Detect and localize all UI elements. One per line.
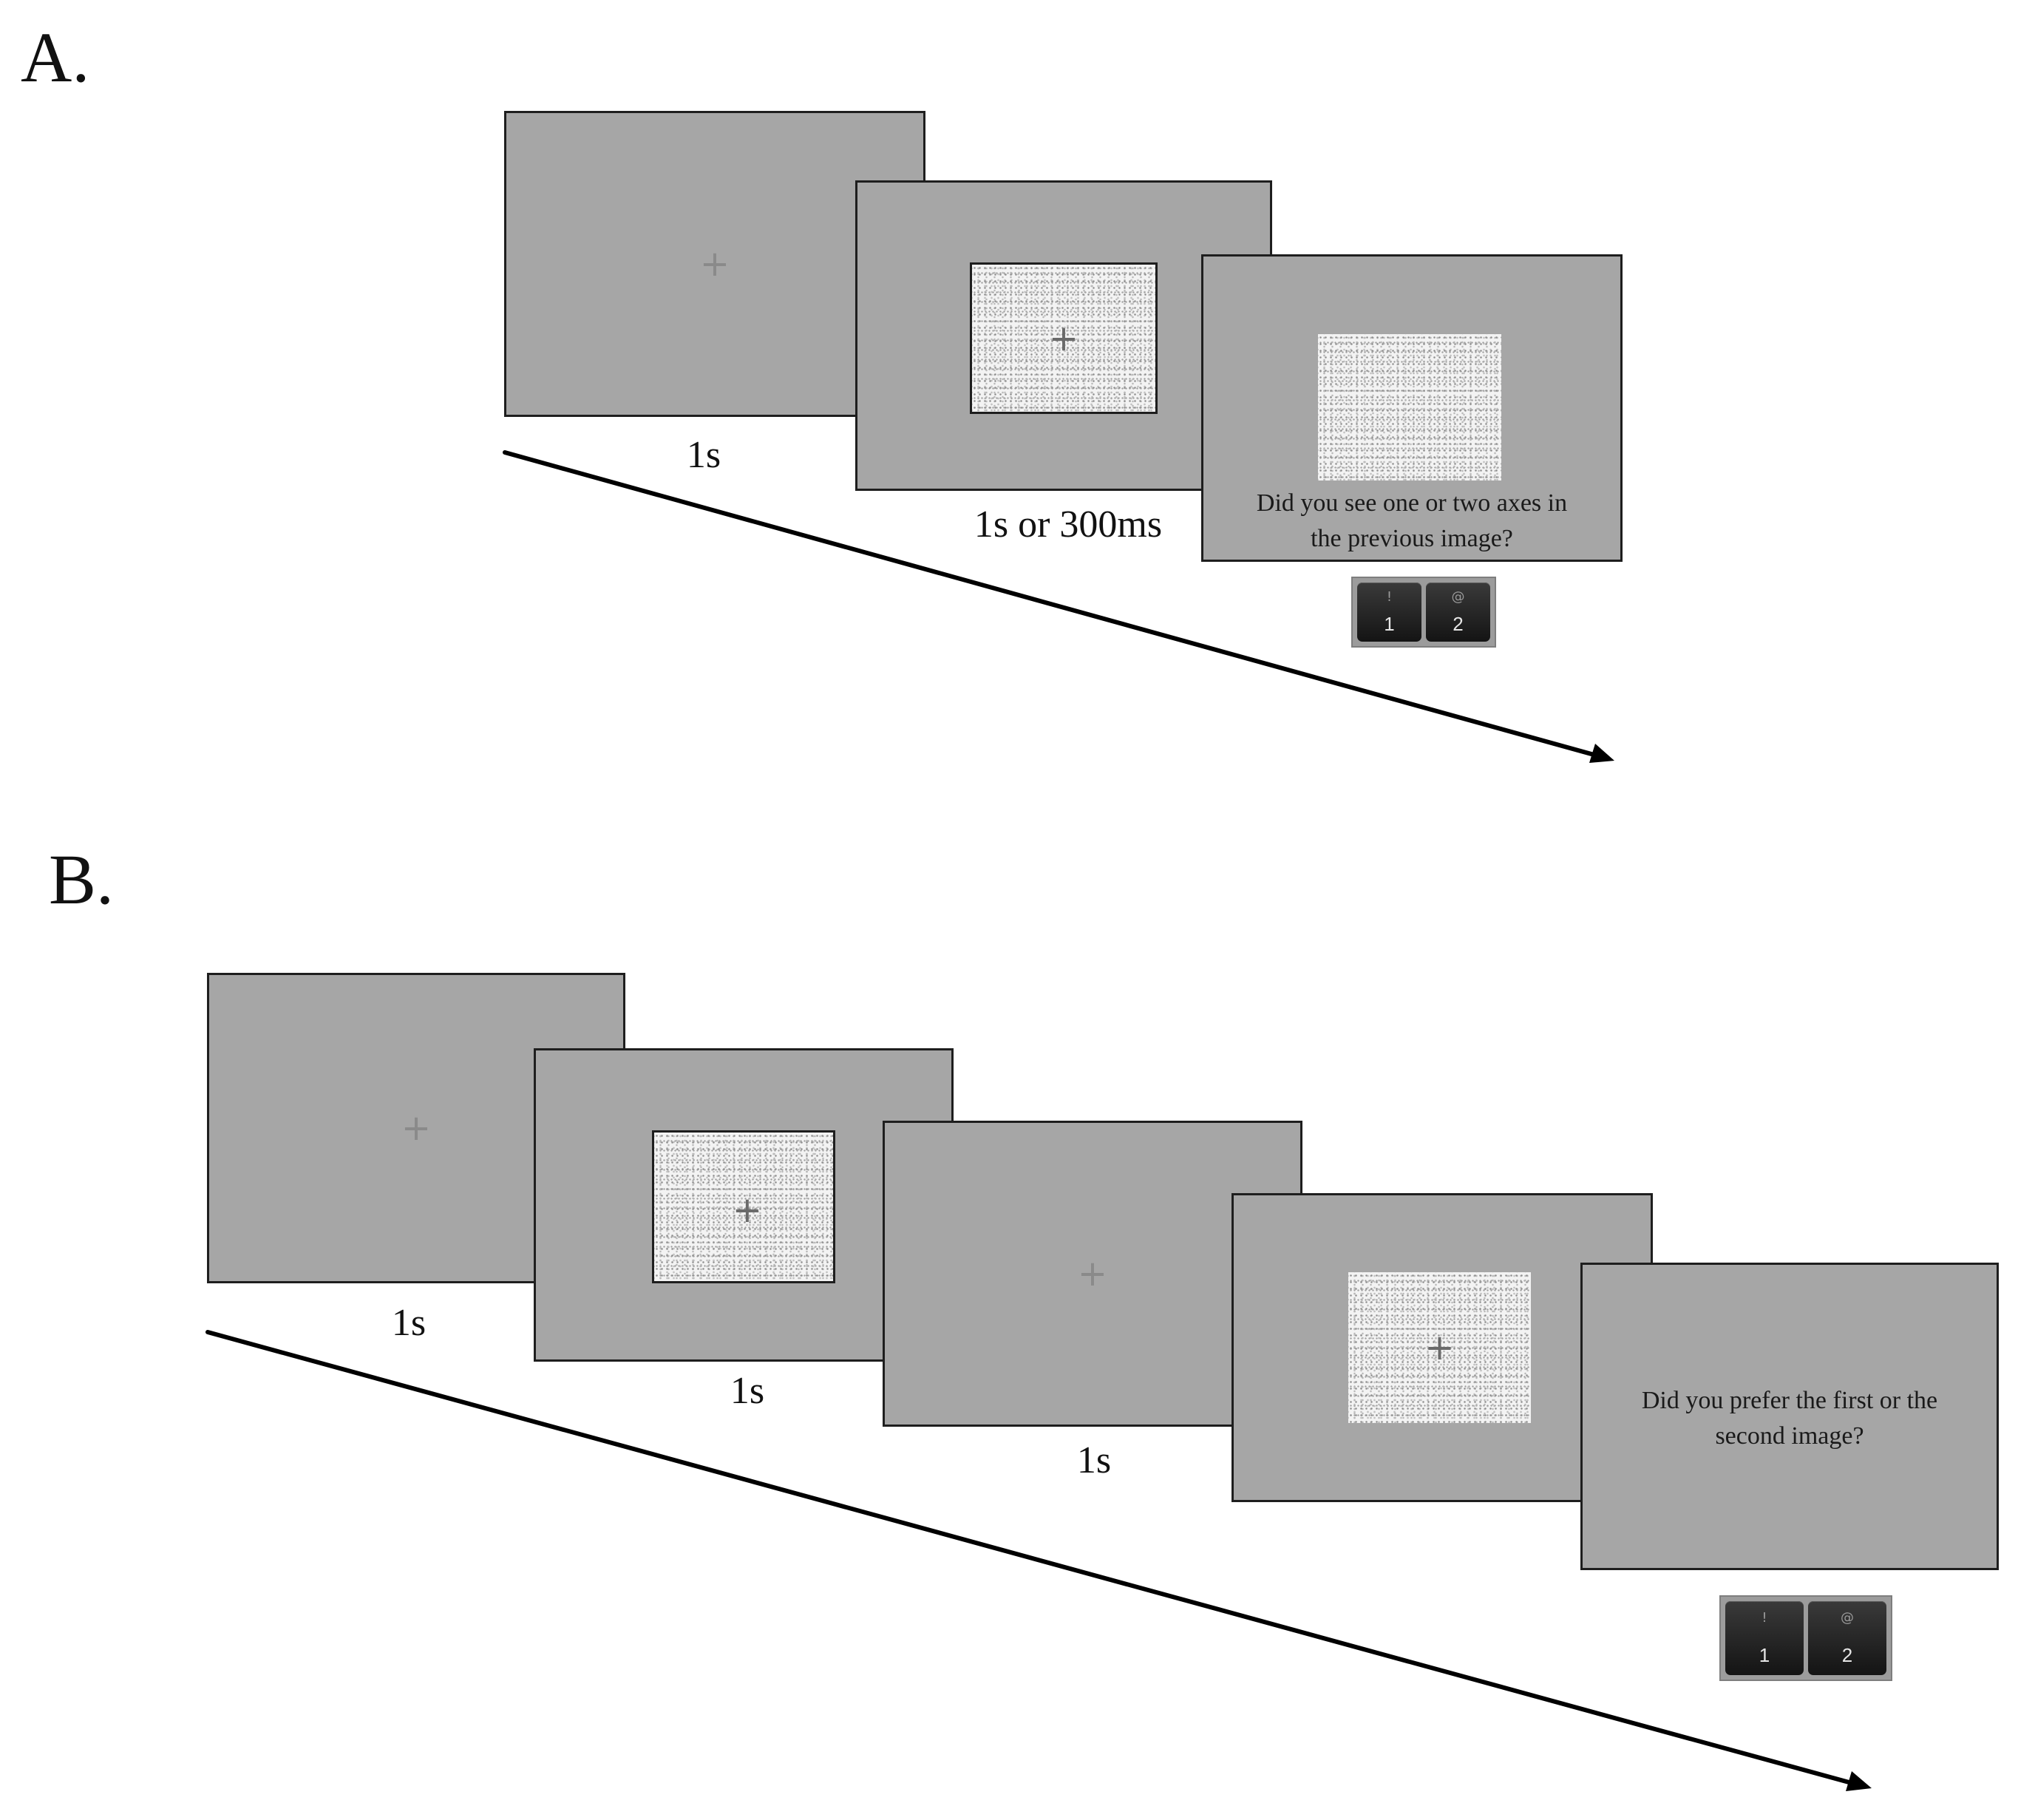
- at-sign-icon: @: [1841, 1610, 1854, 1626]
- panel-b-duration-1: 1s: [391, 1302, 427, 1344]
- response-key-1-label: 1: [1759, 1644, 1770, 1666]
- panel-a-timeline-arrow: [503, 450, 1614, 763]
- at-sign-icon: @: [1451, 589, 1465, 605]
- response-key-1-label: 1: [1384, 612, 1395, 635]
- panel-b-duration-2: 1s: [730, 1370, 765, 1412]
- fixation-cross-icon: +: [699, 243, 730, 285]
- panel-b-question-text: Did you prefer the first or the second i…: [1641, 1387, 1938, 1450]
- response-key-2[interactable]: @ 2: [1808, 1601, 1886, 1675]
- panel-a-duration-2: 1s or 300ms: [974, 503, 1163, 546]
- noise-stimulus-image: +: [970, 262, 1158, 414]
- fixation-cross-icon: +: [401, 1107, 432, 1149]
- panel-b-label: B.: [49, 840, 115, 919]
- fixation-cross-icon: +: [1077, 1253, 1108, 1294]
- response-key-2[interactable]: @ 2: [1426, 583, 1490, 642]
- exclamation-icon: !: [1386, 589, 1393, 605]
- fixation-cross-icon: +: [1048, 317, 1079, 359]
- panel-b-first-stimulus-screen: +: [534, 1048, 954, 1362]
- panel-a-question-text: Did you see one or two axes in the previ…: [1256, 489, 1568, 552]
- response-key-2-label: 2: [1453, 612, 1464, 635]
- response-key-2-label: 2: [1841, 1644, 1853, 1666]
- panel-b-timeline-arrow: [205, 1330, 1872, 1791]
- response-key-1[interactable]: ! 1: [1725, 1601, 1804, 1675]
- panel-a-label: A.: [21, 18, 90, 97]
- response-key-1[interactable]: ! 1: [1357, 583, 1421, 642]
- fixation-cross-icon: +: [1424, 1327, 1455, 1368]
- noise-stimulus-image: +: [1348, 1272, 1531, 1423]
- panel-b-question-screen: Did you prefer the first or the second i…: [1580, 1263, 1999, 1570]
- panel-a-response-keypad: ! 1 @ 2: [1351, 577, 1496, 648]
- exclamation-icon: !: [1761, 1610, 1767, 1626]
- panel-b-duration-3: 1s: [1076, 1439, 1112, 1481]
- fixation-cross-icon: +: [732, 1189, 762, 1231]
- panel-a-question-screen: Did you see one or two axes in the previ…: [1201, 254, 1623, 562]
- noise-stimulus-image: +: [652, 1130, 835, 1283]
- panel-b-response-keypad: ! 1 @ 2: [1719, 1595, 1892, 1681]
- noise-mask-image: [1318, 334, 1501, 481]
- panel-a-duration-1: 1s: [686, 434, 721, 476]
